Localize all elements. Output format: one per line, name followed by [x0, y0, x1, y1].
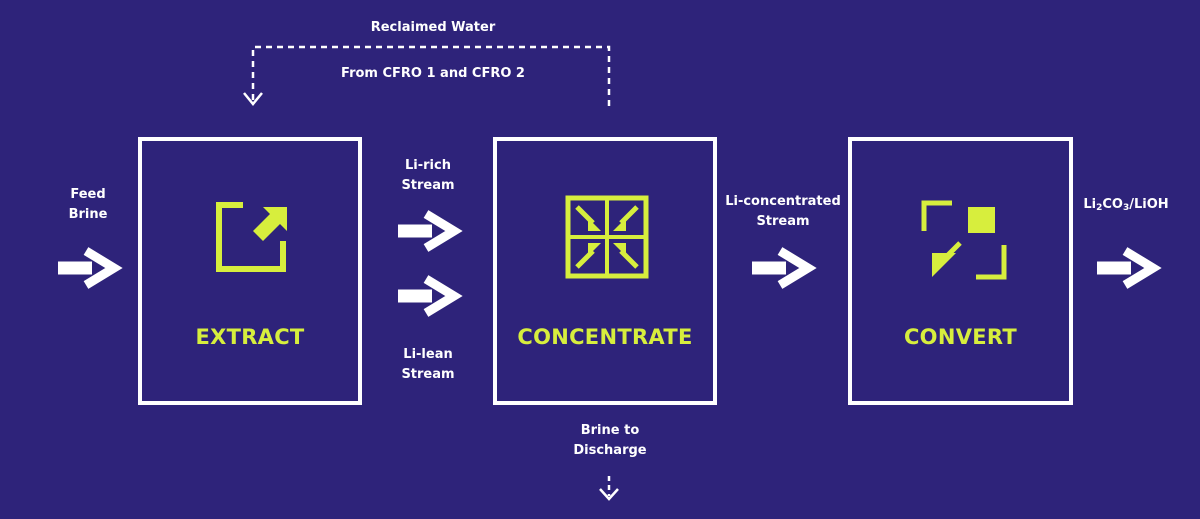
concentrate-stage: CONCENTRATE	[493, 137, 717, 405]
concentrate-title: CONCENTRATE	[517, 325, 693, 349]
discharge-arrowhead	[599, 488, 619, 501]
extract-icon	[216, 202, 287, 272]
brine-discharge-label: Brine to Discharge	[560, 421, 660, 461]
product-li: Li	[1083, 197, 1097, 212]
li-rich-line2: Stream	[401, 178, 455, 193]
li-rich-line1: Li-rich	[405, 158, 451, 173]
product-arrow	[1097, 247, 1162, 289]
li-rich-arrow	[398, 210, 463, 252]
brine-discharge-line2: Discharge	[573, 443, 647, 458]
feed-brine-line1: Feed	[70, 187, 106, 202]
li-rich-label: Li-rich Stream	[390, 156, 466, 196]
li-lean-label: Li-lean Stream	[390, 345, 466, 385]
li-lean-arrow	[398, 275, 463, 317]
extract-title: EXTRACT	[195, 325, 305, 349]
reclaimed-water-label: Reclaimed Water	[370, 20, 496, 35]
li-lean-line2: Stream	[401, 367, 455, 382]
li-concentrated-arrow	[752, 247, 817, 289]
product-sub3: 3	[1122, 203, 1130, 213]
feed-brine-line2: Brine	[68, 207, 108, 222]
convert-title: CONVERT	[903, 325, 1018, 349]
concentrate-icon	[565, 195, 649, 279]
extract-stage: EXTRACT	[138, 137, 362, 405]
brine-discharge-line1: Brine to	[580, 423, 640, 438]
product-sub2: 2	[1096, 203, 1103, 213]
li-concentrated-line1: Li-concentrated	[725, 194, 841, 209]
product-label: Li2CO3/LiOH	[1076, 195, 1176, 218]
product-rest: /LiOH	[1129, 197, 1169, 212]
from-cfro-label: From CFRO 1 and CFRO 2	[341, 66, 525, 81]
reclaimed-water-arrowhead	[243, 92, 263, 106]
convert-stage: CONVERT	[848, 137, 1073, 405]
li-concentrated-label: Li-concentrated Stream	[720, 192, 846, 232]
li-lean-line1: Li-lean	[403, 347, 453, 362]
convert-icon	[921, 200, 1007, 280]
reclaimed-water-loop	[251, 45, 611, 106]
li-concentrated-line2: Stream	[756, 214, 810, 229]
feed-arrow	[58, 247, 123, 289]
feed-brine-label: Feed Brine	[58, 185, 118, 225]
product-co: CO	[1102, 197, 1123, 212]
